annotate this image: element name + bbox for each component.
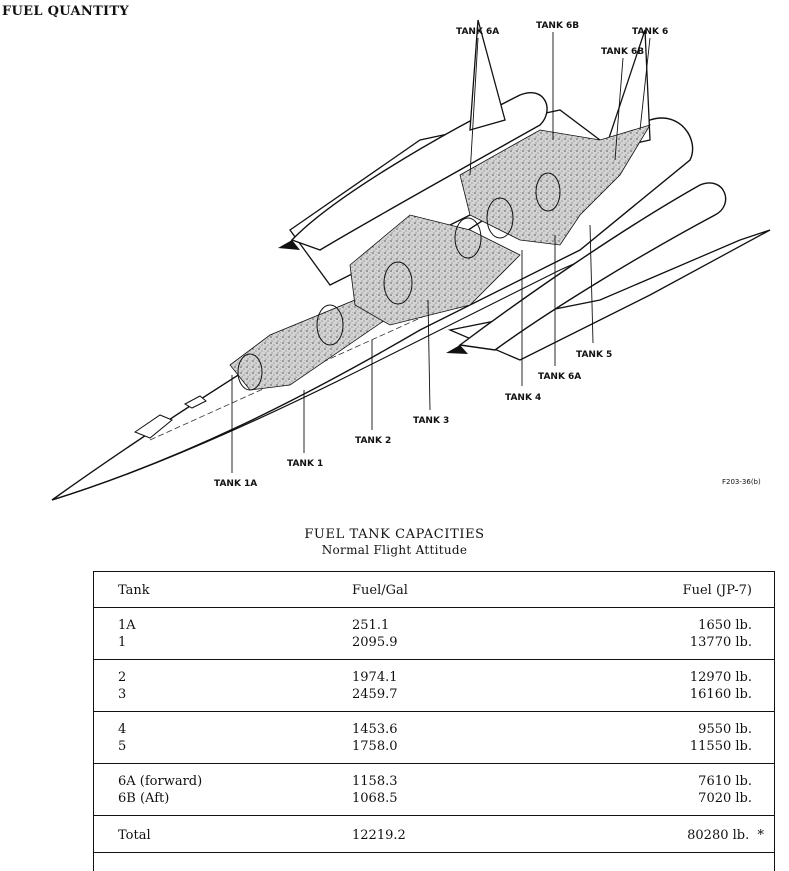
cell-lb: 11550 lb.	[689, 739, 752, 754]
aircraft-fuel-tank-diagram: TANK 6A TANK 6B TANK 6 TANK 6B TANK 5 TA…	[51, 19, 771, 501]
cell-gal: 2459.7	[352, 687, 398, 702]
footnote-asterisk: *	[757, 828, 765, 843]
tank-region-aft	[459, 124, 651, 246]
cockpit	[133, 414, 173, 439]
cell-gal: 251.1	[352, 618, 390, 633]
total-gal: 12219.2	[352, 828, 406, 843]
cell-lb: 9550 lb.	[698, 722, 752, 737]
cell-tank: 2	[118, 670, 127, 685]
cell-lb: 12970 lb.	[689, 670, 752, 685]
cell-lb: 7020 lb.	[698, 791, 752, 806]
cell-gal: 1068.5	[352, 791, 398, 806]
cell-lb: 16160 lb.	[689, 687, 752, 702]
label-tank-4: TANK 4	[505, 393, 541, 403]
cell-gal: 1158.3	[352, 774, 398, 789]
label-tank-6b-top: TANK 6B	[536, 21, 579, 31]
header-tank: Tank	[118, 583, 150, 598]
label-tank-1: TANK 1	[287, 459, 323, 469]
cell-gal: 1453.6	[352, 722, 398, 737]
table-title: FUEL TANK CAPACITIES	[304, 527, 485, 542]
cell-gal: 2095.9	[352, 635, 398, 650]
cell-tank: 5	[118, 739, 127, 754]
page-title: FUEL QUANTITY	[2, 4, 129, 19]
label-tank-2: TANK 2	[355, 436, 391, 446]
total-label: Total	[118, 828, 151, 843]
cell-tank: 1A	[118, 618, 136, 633]
label-tank-6b-mid: TANK 6B	[601, 47, 644, 57]
figure-reference: F203-36(b)	[722, 478, 761, 486]
label-tank-6a-low: TANK 6A	[538, 372, 581, 382]
header-fuel-jp7: Fuel (JP-7)	[682, 583, 752, 598]
label-tank-6a-top: TANK 6A	[456, 27, 499, 37]
cell-lb: 7610 lb.	[698, 774, 752, 789]
chine-line	[51, 199, 721, 501]
fuel-capacity-table: Tank Fuel/Gal Fuel (JP-7) 1A 251.1 1650 …	[93, 571, 775, 871]
label-tank-3: TANK 3	[413, 416, 449, 426]
right-wing	[447, 229, 771, 361]
cell-gal: 1758.0	[352, 739, 398, 754]
cell-lb: 13770 lb.	[689, 635, 752, 650]
cell-tank: 4	[118, 722, 127, 737]
table-subtitle: Normal Flight Attitude	[321, 543, 468, 557]
left-fin	[469, 19, 506, 131]
label-tank-5: TANK 5	[576, 350, 612, 360]
left-nacelle	[290, 92, 548, 251]
cell-tank: 6B (Aft)	[118, 791, 170, 806]
cell-lb: 1650 lb.	[698, 618, 752, 633]
cell-tank: 1	[118, 635, 127, 650]
tank-region-mid	[349, 214, 521, 326]
header-fuel-gal: Fuel/Gal	[352, 583, 408, 598]
label-tank-1a: TANK 1A	[214, 479, 257, 489]
cell-tank: 6A (forward)	[118, 774, 203, 789]
cell-gal: 1974.1	[352, 670, 398, 685]
cell-tank: 3	[118, 687, 127, 702]
label-tank-6: TANK 6	[632, 27, 668, 37]
total-lb: 80280 lb. *	[687, 828, 764, 843]
